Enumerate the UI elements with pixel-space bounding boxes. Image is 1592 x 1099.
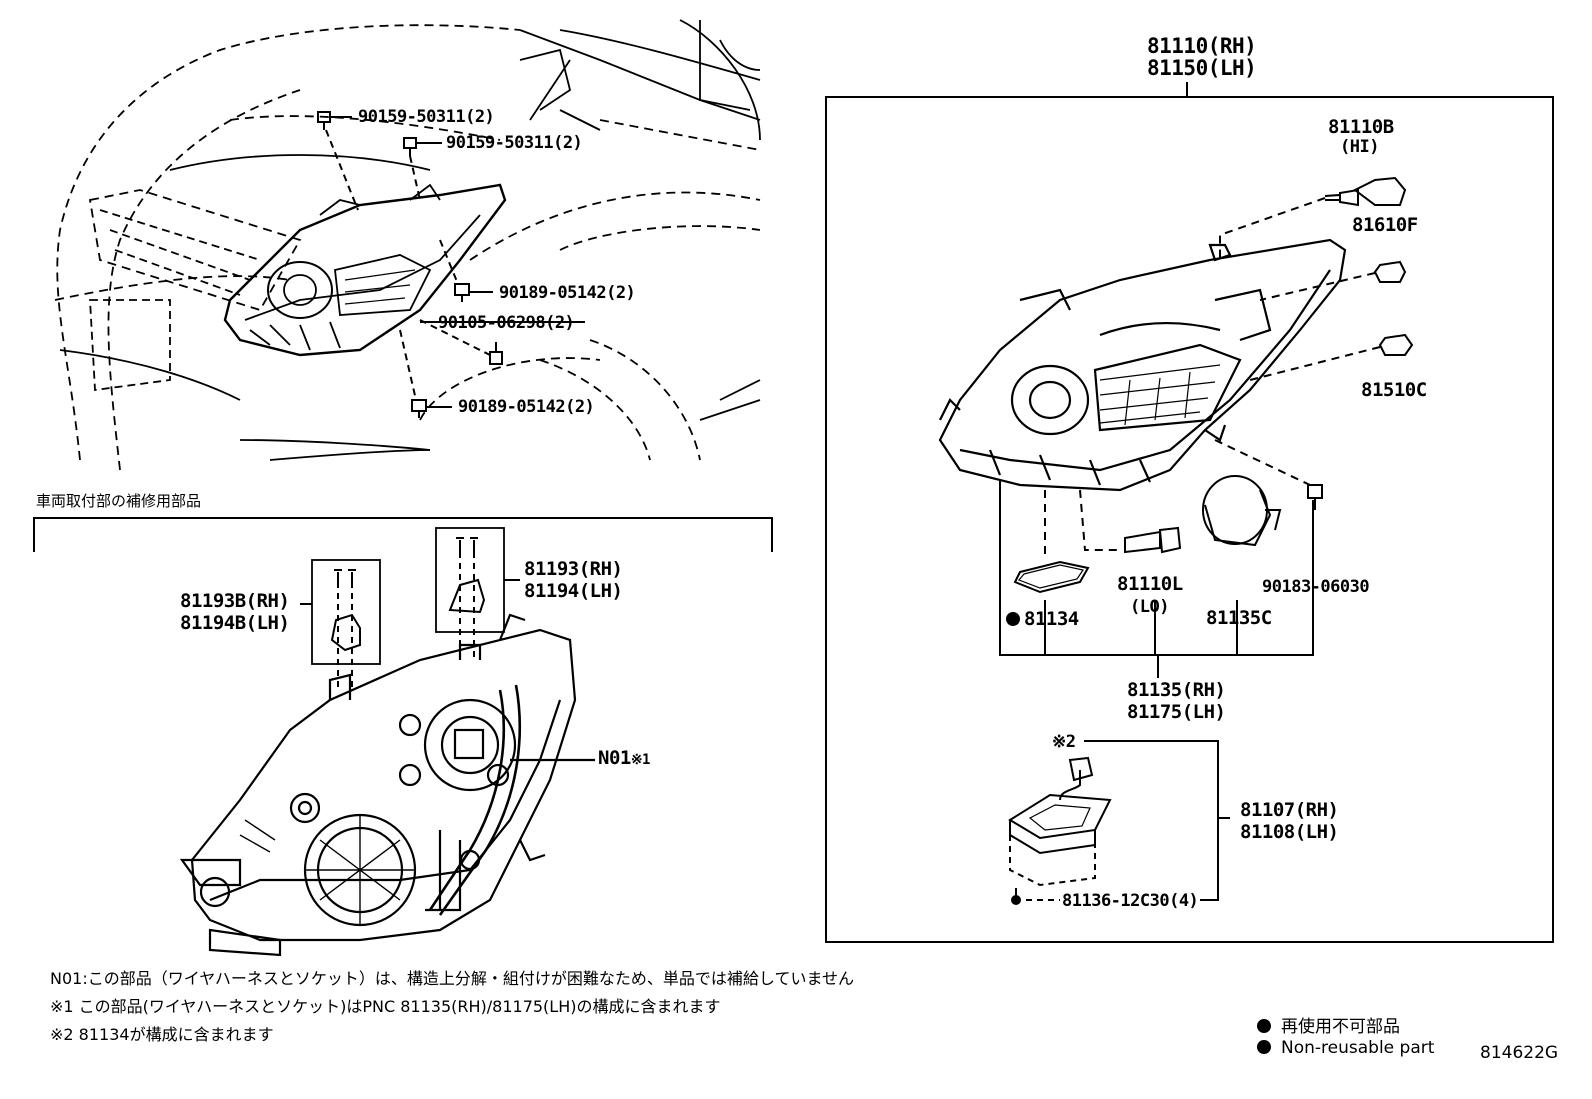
label-81110l: 81110L [1117,573,1183,595]
ballast-drawing [1008,740,1230,905]
label-n01: N01※1 [598,747,651,771]
label-81135c: 81135C [1206,607,1272,629]
label-81175-lh: 81175(LH) [1127,701,1226,723]
assembly-box [825,82,1554,943]
label-81107-rh: 81107(RH) [1240,799,1339,821]
label-90159-50311-b: 90159-50311(2) [446,133,583,153]
label-81110b: 81110B [1328,116,1394,138]
label-90189-05142-b: 90189-05142(2) [458,397,595,417]
label-81110-rh: 81110(RH) [1147,34,1257,58]
label-90183-06030: 90183-06030 [1262,577,1370,597]
repair-section-title: 車両取付部の補修用部品 [36,492,202,510]
headlamp-rear-view [179,613,595,957]
n01-mark: ※1 [630,752,651,768]
label-90159-50311-a: 90159-50311(2) [358,107,495,127]
label-81194-lh: 81194(LH) [524,580,623,602]
label-81136-12c30: 81136-12C30(4) [1062,891,1199,911]
note-mark1: ※1 この部品(ワイヤハーネスとソケット)はPNC 81135(RH)/8117… [50,997,721,1016]
repair-bracket-bracket-lines [33,517,773,690]
label-90189-05142-a: 90189-05142(2) [499,283,636,303]
bulb-81510c-drawing [1249,333,1414,381]
note-mark2: ※2 81134が構成に含まれます [50,1025,274,1044]
label-81108-lh: 81108(LH) [1240,821,1339,843]
vehicle-front-view [54,19,761,471]
label-81610f: 81610F [1352,214,1418,236]
label-81510c: 81510C [1361,379,1427,401]
bullet-icon [1257,1019,1271,1033]
bulb-81610f-drawing [1259,260,1407,301]
legend-jp-text: 再使用不可部品 [1281,1017,1400,1037]
label-81110l-lo: (LO) [1130,597,1169,617]
label-81110b-hi: (HI) [1340,137,1379,157]
figure-code: 814622G [1480,1043,1559,1063]
label-81193b-rh: 81193B(RH) [180,590,290,612]
label-81193-rh: 81193(RH) [524,558,623,580]
note-n01: N01:この部品（ワイヤハーネスとソケット）は、構造上分解・組付けが困難なため、… [50,969,854,988]
label-90105-06298: 90105-06298(2) [438,313,575,333]
n01-code: N01 [598,747,631,769]
legend-jp: 再使用不可部品 [1257,1012,1400,1037]
headlamp-front-view [938,238,1347,492]
legend-en: Non-reusable part [1257,1038,1434,1058]
label-note2-mark: ※2 [1052,732,1076,752]
sub-components [999,439,1323,678]
bulb-81110b-drawing [1219,176,1407,260]
label-81135-rh: 81135(RH) [1127,679,1226,701]
vehicle-fasteners [317,109,601,418]
label-81134: 81134 [1024,608,1079,630]
label-81194b-lh: 81194B(LH) [180,612,290,634]
bullet-icon [1257,1040,1271,1054]
legend-en-text: Non-reusable part [1281,1038,1435,1058]
label-81150-lh: 81150(LH) [1147,56,1257,80]
